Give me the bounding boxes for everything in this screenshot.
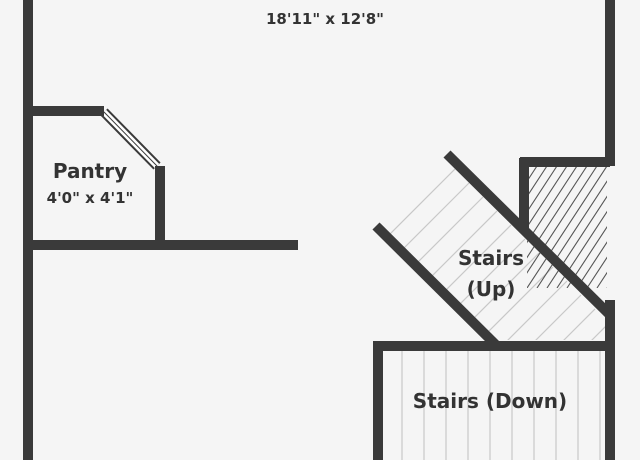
stair-tread	[385, 167, 485, 289]
hatch-line	[527, 166, 588, 259]
pantry-dimensions: 4'0" x 4'1"	[47, 189, 134, 207]
stair-tread	[503, 307, 608, 340]
hatch-line	[527, 166, 568, 229]
hatched-closet	[527, 166, 607, 288]
stairs-down-label: Stairs (Down)	[413, 389, 567, 413]
pantry-label: Pantry	[53, 159, 127, 183]
stair-wall-upper-diagonal	[443, 150, 614, 319]
hatch-line	[527, 166, 598, 274]
stairs-up-label-line1: Stairs	[458, 246, 524, 270]
hatch-line	[527, 166, 578, 244]
hatch-line	[566, 225, 607, 288]
hatch-line	[536, 180, 607, 288]
hatch-line	[576, 241, 607, 288]
stair-wall-lower-diagonal	[372, 222, 500, 349]
hatch-line	[527, 166, 548, 198]
main-room-dimensions: 18'11" x 12'8"	[266, 10, 384, 28]
stair-tread	[461, 265, 583, 340]
stairs-down-treads	[401, 350, 601, 460]
hatch-line	[586, 256, 607, 288]
walls	[23, 0, 615, 460]
hatch-line	[527, 166, 558, 213]
stairs-up-label-line2: (Up)	[467, 277, 516, 301]
stair-tread	[385, 164, 471, 275]
stair-tread	[489, 293, 608, 340]
pantry-door	[100, 108, 161, 170]
hatch-line	[556, 210, 607, 288]
stair-tread	[475, 279, 597, 340]
hatch-line	[527, 166, 607, 288]
